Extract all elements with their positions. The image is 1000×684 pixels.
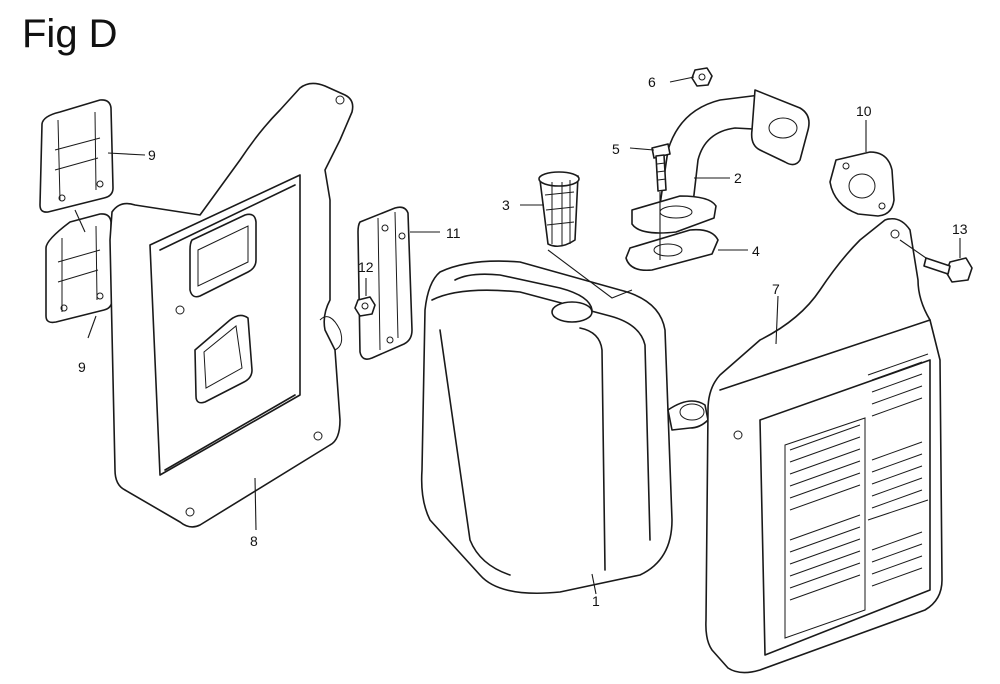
- part-1-muffler: [420, 260, 709, 595]
- part-10-gasket: [829, 151, 895, 217]
- callout-7: 7: [772, 281, 780, 297]
- callout-2: 2: [734, 170, 742, 186]
- callout-1: 1: [592, 593, 600, 609]
- part-3-screen: [538, 171, 580, 248]
- part-8-shield: [109, 82, 354, 528]
- part-11-bracket: [357, 206, 413, 360]
- part-4-gasket: [625, 228, 719, 272]
- leader-lines: [74, 76, 961, 595]
- callout-6: 6: [648, 74, 656, 90]
- callout-8: 8: [250, 533, 258, 549]
- callout-3: 3: [502, 197, 510, 213]
- callout-11: 11: [446, 225, 461, 241]
- callout-12: 12: [358, 259, 374, 275]
- callout-labels: 9 9 8 11 12 1 3 2 4 5 6 10 13 7: [78, 74, 968, 609]
- figure-title: Fig D: [22, 12, 118, 56]
- part-9-plate-upper: [39, 99, 114, 213]
- part-2-pipe: [631, 89, 810, 234]
- part-13-bolt: [923, 257, 973, 283]
- part-6-nut: [691, 67, 713, 87]
- part-12-nut: [354, 296, 376, 317]
- callout-9-upper: 9: [148, 147, 156, 163]
- callout-9-lower: 9: [78, 359, 86, 375]
- callout-4: 4: [752, 243, 760, 259]
- callout-10: 10: [856, 103, 872, 119]
- part-7-cover: [705, 217, 943, 674]
- part-5-bolt: [651, 143, 671, 192]
- callout-13: 13: [952, 221, 968, 237]
- callout-5: 5: [612, 141, 620, 157]
- part-9-plate-lower: [45, 213, 113, 324]
